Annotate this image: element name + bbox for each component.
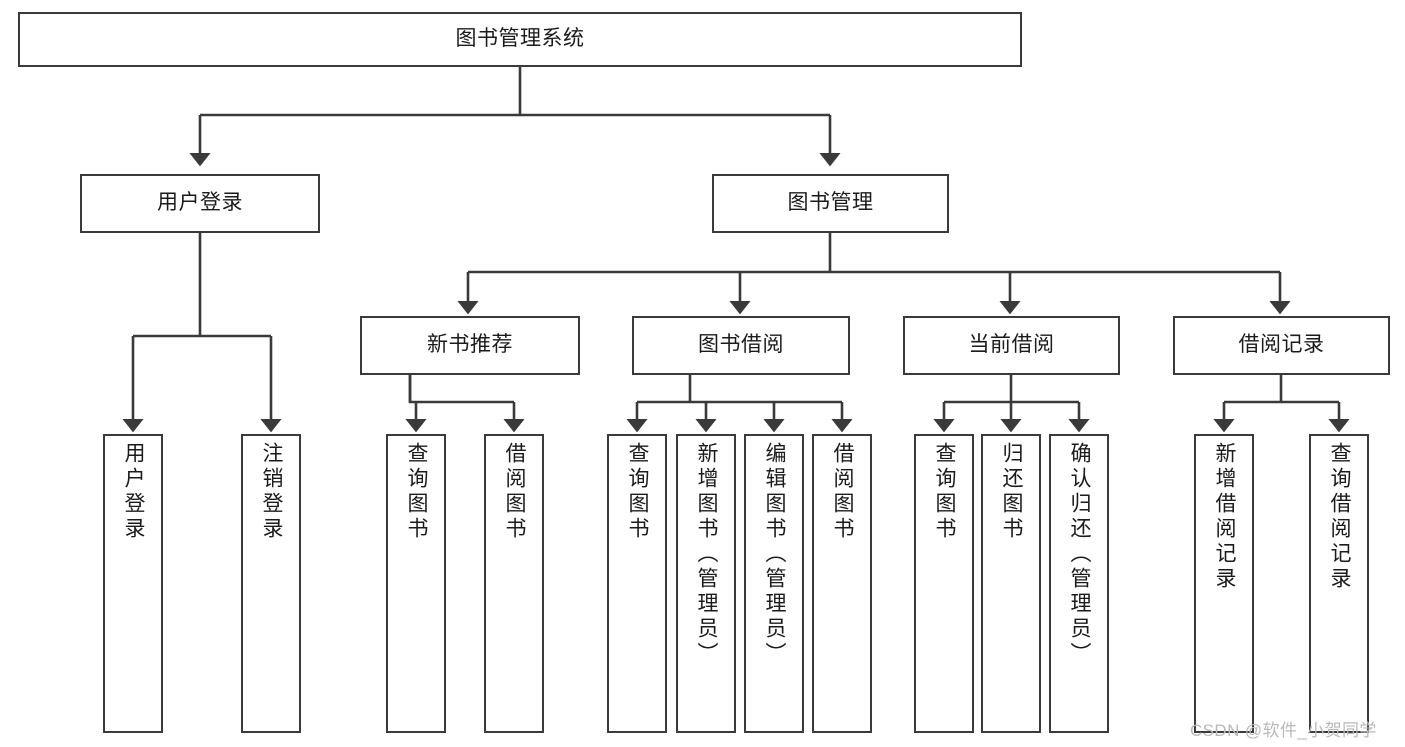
node-leaf-query-book-3-label: 查询图书 (933, 442, 957, 542)
node-current-borrow[interactable]: 当前借阅 (903, 316, 1120, 375)
node-leaf-return-book-label: 归还图书 (1000, 442, 1024, 542)
node-borrow-record-label: 借阅记录 (1238, 333, 1325, 357)
node-leaf-confirm-return-label: 确认归还（管理员） (1068, 442, 1092, 667)
node-new-book-recommend-label: 新书推荐 (427, 333, 513, 357)
node-leaf-return-book[interactable]: 归还图书 (981, 434, 1041, 733)
node-leaf-add-record[interactable]: 新增借阅记录 (1194, 434, 1254, 733)
node-leaf-query-book-2[interactable]: 查询图书 (607, 434, 667, 733)
node-root[interactable]: 图书管理系统 (18, 12, 1022, 67)
node-leaf-query-book-1-label: 查询图书 (405, 442, 429, 542)
node-leaf-add-book[interactable]: 新增图书（管理员） (676, 434, 736, 733)
node-leaf-borrow-book-1[interactable]: 借阅图书 (484, 434, 544, 733)
node-leaf-query-record[interactable]: 查询借阅记录 (1309, 434, 1369, 733)
node-leaf-user-logout-label: 注销登录 (260, 442, 284, 542)
node-leaf-borrow-book-2-label: 借阅图书 (831, 442, 855, 542)
node-leaf-user-login-label: 用户登录 (122, 442, 146, 542)
node-current-borrow-label: 当前借阅 (968, 333, 1055, 357)
node-leaf-confirm-return[interactable]: 确认归还（管理员） (1049, 434, 1109, 733)
node-leaf-add-record-label: 新增借阅记录 (1213, 442, 1237, 592)
node-leaf-borrow-book-1-label: 借阅图书 (503, 442, 527, 542)
node-leaf-user-logout[interactable]: 注销登录 (241, 434, 301, 733)
node-root-label: 图书管理系统 (455, 27, 585, 51)
node-borrow-record[interactable]: 借阅记录 (1173, 316, 1390, 375)
node-leaf-edit-book[interactable]: 编辑图书（管理员） (744, 434, 804, 733)
node-book-borrow[interactable]: 图书借阅 (632, 316, 850, 375)
node-leaf-query-book-1[interactable]: 查询图书 (386, 434, 446, 733)
node-leaf-query-book-2-label: 查询图书 (626, 442, 650, 542)
node-leaf-edit-book-label: 编辑图书（管理员） (763, 442, 787, 667)
node-leaf-borrow-book-2[interactable]: 借阅图书 (812, 434, 872, 733)
node-leaf-add-book-label: 新增图书（管理员） (695, 442, 719, 667)
watermark-text: CSDN @软件_小贺同学 (1190, 721, 1377, 740)
node-user-login-label: 用户登录 (157, 191, 243, 215)
node-book-manage[interactable]: 图书管理 (712, 174, 949, 233)
node-leaf-query-record-label: 查询借阅记录 (1328, 442, 1352, 592)
node-new-book-recommend[interactable]: 新书推荐 (360, 316, 580, 375)
node-user-login[interactable]: 用户登录 (80, 174, 320, 233)
node-book-borrow-label: 图书借阅 (698, 333, 784, 357)
node-book-manage-label: 图书管理 (787, 191, 874, 215)
node-leaf-query-book-3[interactable]: 查询图书 (914, 434, 974, 733)
node-leaf-user-login[interactable]: 用户登录 (103, 434, 163, 733)
